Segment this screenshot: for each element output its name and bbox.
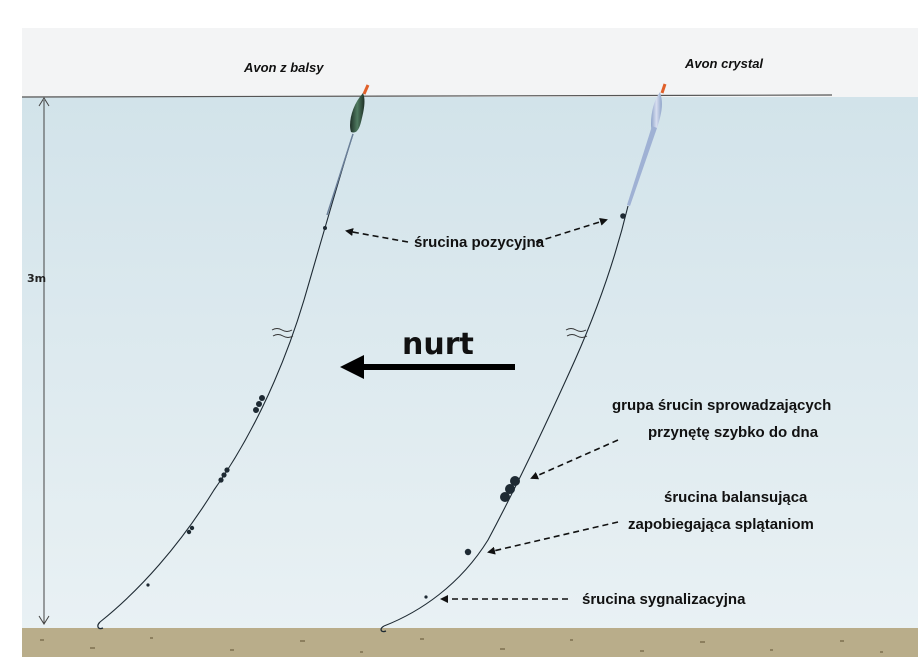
balance-shot-label-line2: zapobiegająca splątaniom bbox=[628, 516, 814, 533]
current-label: nurt bbox=[402, 327, 474, 362]
left-bulk-shot-b bbox=[256, 401, 262, 407]
right-hook bbox=[380, 625, 387, 633]
bulk-shot-arrow bbox=[530, 439, 619, 480]
balance-shot-label-line1: śrucina balansująca bbox=[664, 489, 808, 506]
right-position-shot bbox=[620, 213, 626, 219]
crystal-float-stem bbox=[627, 126, 657, 206]
float-left-name: Avon z balsy bbox=[243, 60, 324, 75]
right-bulk-shot-c bbox=[500, 492, 510, 502]
riverbed bbox=[22, 628, 918, 657]
right-bulk-shot-a bbox=[510, 476, 520, 486]
left-line-stem bbox=[326, 133, 354, 216]
position-shot-arrow-left bbox=[345, 228, 409, 243]
depth-label: 3m bbox=[27, 272, 46, 285]
left-position-shot bbox=[323, 226, 327, 230]
balance-shot-arrow bbox=[487, 521, 619, 555]
depth-marker-bottom-arrow bbox=[38, 615, 50, 625]
riverbed-texture bbox=[40, 637, 883, 653]
left-line bbox=[99, 133, 354, 623]
depth-marker-top-arrow bbox=[38, 97, 50, 107]
left-tell-shot bbox=[146, 583, 150, 587]
left-hook bbox=[97, 621, 104, 630]
position-shot-arrow-right bbox=[535, 217, 608, 243]
right-bulk-shot-b bbox=[505, 484, 515, 494]
crystal-float bbox=[627, 83, 667, 206]
tell-shot-label: śrucina sygnalizacyjna bbox=[582, 591, 746, 608]
left-lower-shot-b bbox=[186, 529, 192, 535]
bulk-shot-label-line2: przynętę szybko do dna bbox=[648, 424, 819, 441]
right-balance-shot bbox=[464, 548, 472, 556]
balsa-float-body bbox=[350, 93, 365, 133]
left-break-mark bbox=[271, 328, 294, 338]
bulk-shot-label-line1: grupa śrucin sprowadzających bbox=[612, 397, 831, 414]
water-surface-line bbox=[21, 94, 833, 98]
balsa-float bbox=[350, 84, 370, 133]
left-lower-shot-a bbox=[189, 525, 195, 531]
left-mid-shot-c bbox=[218, 477, 224, 483]
position-shot-label: śrucina pozycyjna bbox=[414, 234, 545, 251]
left-mid-shot-a bbox=[224, 467, 230, 473]
right-break-mark bbox=[565, 328, 588, 338]
left-mid-shot-b bbox=[221, 472, 227, 478]
left-bulk-shot-c bbox=[253, 407, 259, 413]
crystal-float-body bbox=[651, 92, 662, 134]
arrow-left-icon bbox=[340, 355, 515, 379]
right-tell-shot bbox=[424, 595, 428, 599]
right-line bbox=[383, 205, 629, 627]
sky-area bbox=[22, 28, 918, 98]
float-right-name: Avon crystal bbox=[684, 56, 763, 71]
left-bulk-shot-a bbox=[259, 395, 265, 401]
